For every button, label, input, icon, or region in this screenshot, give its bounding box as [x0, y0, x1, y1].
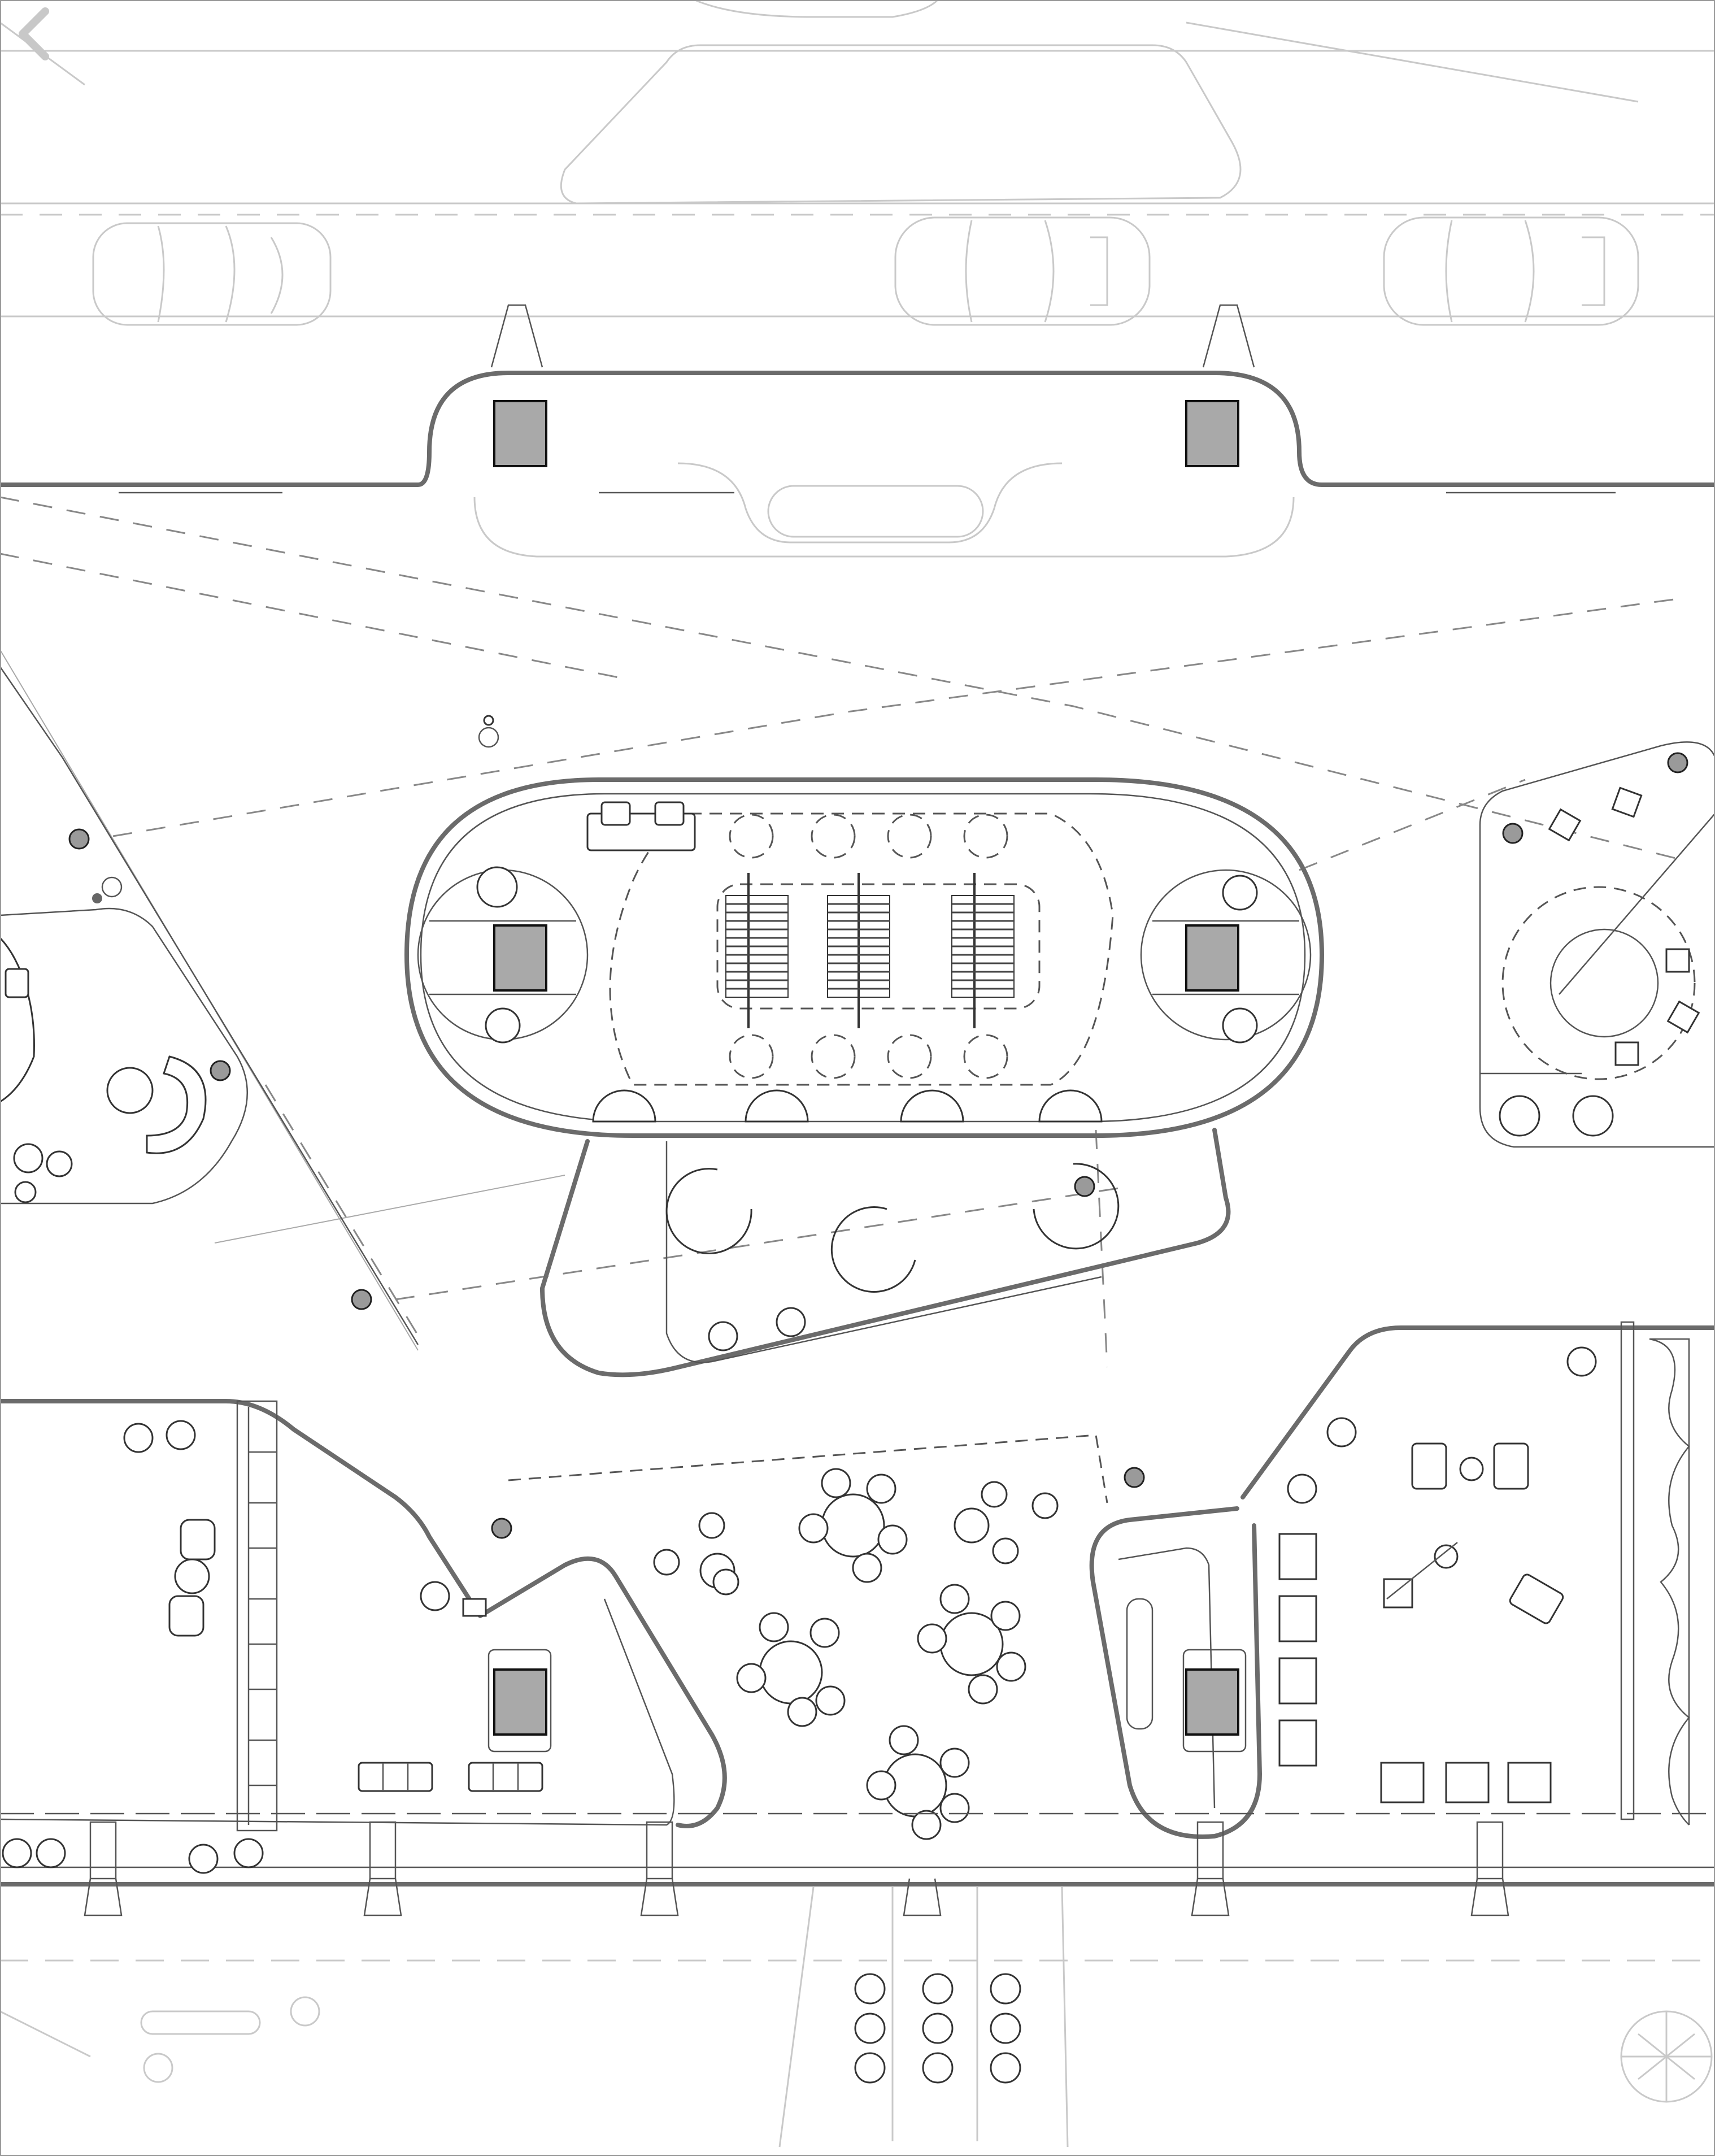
column-icon: [68, 752, 1688, 1539]
back-chevron-icon[interactable]: [0, 0, 68, 68]
elevator-core-icon: [493, 400, 547, 467]
cafe-tables: [653, 1468, 1059, 1840]
stool-circles: [729, 814, 1008, 1079]
left-pavilion: [0, 666, 419, 1345]
elevator-core-icon: [1185, 1668, 1239, 1736]
tree-icon: [1620, 2010, 1713, 2103]
round-table-cluster: [665, 1163, 1120, 1293]
elevator-core-icon: [1185, 924, 1239, 992]
facade-columns: [84, 1821, 1509, 1916]
car-icon: [894, 216, 1151, 326]
right-pavilion: [1479, 741, 1715, 1148]
lower-terrace: [540, 1128, 1231, 1377]
elevator-core-icon: [1185, 400, 1239, 467]
bleacher-rows: [725, 873, 1015, 1028]
elevator-core-icon: [493, 1668, 547, 1736]
top-building-outline: [0, 304, 1715, 558]
small-fixture: [462, 1598, 487, 1617]
person-icon: [2, 875, 1614, 1874]
street-context: [0, 0, 1715, 318]
lounge-seats: [1278, 1442, 1564, 1803]
outdoor-chairs: [854, 1973, 1021, 2084]
car-icon: [92, 222, 332, 326]
circulation-lines: [0, 496, 1678, 1368]
semicircle-seats: [592, 1089, 1103, 1123]
car-icon: [1383, 216, 1639, 326]
bottom-building: [0, 1321, 1715, 1886]
elevator-core-icon: [493, 924, 547, 992]
bottom-outdoor: [0, 1886, 1715, 2148]
central-pavilion: [404, 777, 1324, 1138]
